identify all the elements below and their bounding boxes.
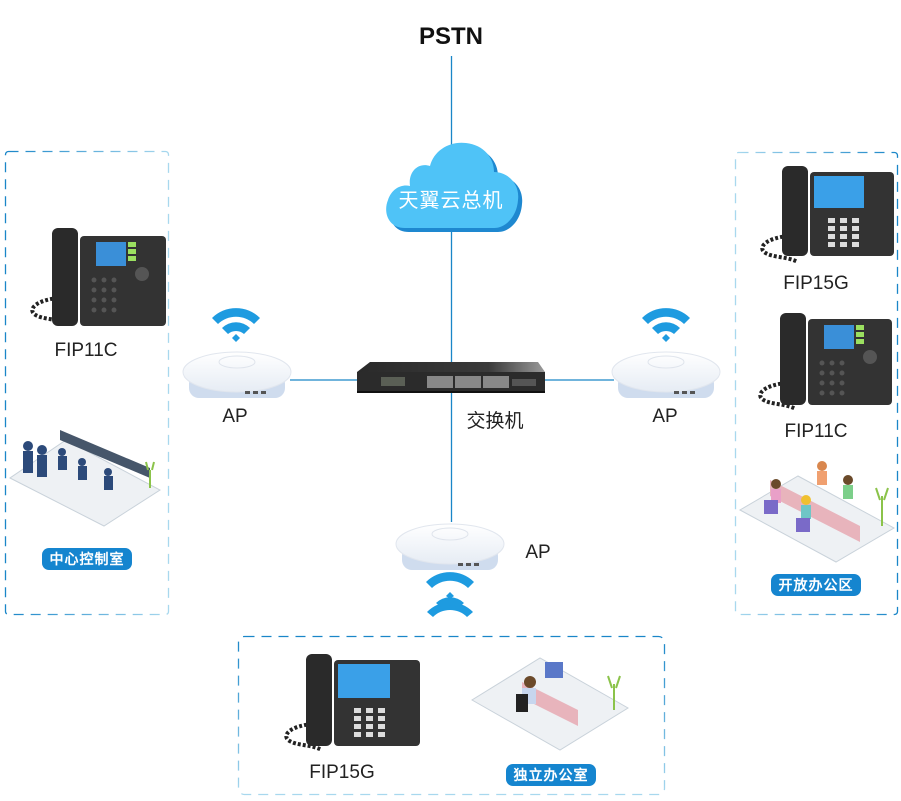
ap-bottom-label: AP	[525, 542, 551, 563]
phone-fip11c-icon	[30, 228, 166, 326]
ap-right-label: AP	[652, 406, 678, 427]
device-model-label: FIP11C	[784, 421, 848, 442]
ap-left-label: AP	[222, 406, 248, 427]
ap-right-icon	[611, 351, 721, 398]
pstn-label: PSTN	[418, 23, 483, 50]
cloud-label: 天翼云总机	[398, 190, 504, 212]
switch-icon	[357, 362, 545, 393]
zone-left-border	[4, 150, 170, 616]
phone-fip15g-icon	[760, 166, 894, 264]
wifi-icon	[642, 308, 690, 342]
ap-left-icon	[182, 351, 292, 398]
zone-badge-control-room: 中心控制室	[42, 548, 132, 570]
phone-fip15g-icon	[284, 654, 420, 752]
control-room-illustration	[9, 430, 161, 527]
switch-label: 交换机	[466, 411, 524, 432]
open-office-illustration	[738, 461, 896, 563]
wifi-icon	[426, 572, 474, 617]
private-office-illustration	[471, 657, 629, 751]
wifi-icon	[212, 308, 260, 342]
zone-bottom-border	[237, 635, 666, 796]
device-model-label: FIP11C	[54, 340, 118, 361]
zone-badge-private-office: 独立办公室	[506, 764, 596, 786]
zone-right-border	[734, 151, 899, 616]
cloud-icon	[386, 142, 523, 232]
ap-bottom-icon	[395, 523, 505, 570]
zone-badge-open-office: 开放办公区	[771, 574, 861, 596]
device-model-label: FIP15G	[309, 762, 375, 783]
device-model-label: FIP15G	[783, 273, 849, 294]
phone-fip11c-icon	[758, 313, 892, 411]
